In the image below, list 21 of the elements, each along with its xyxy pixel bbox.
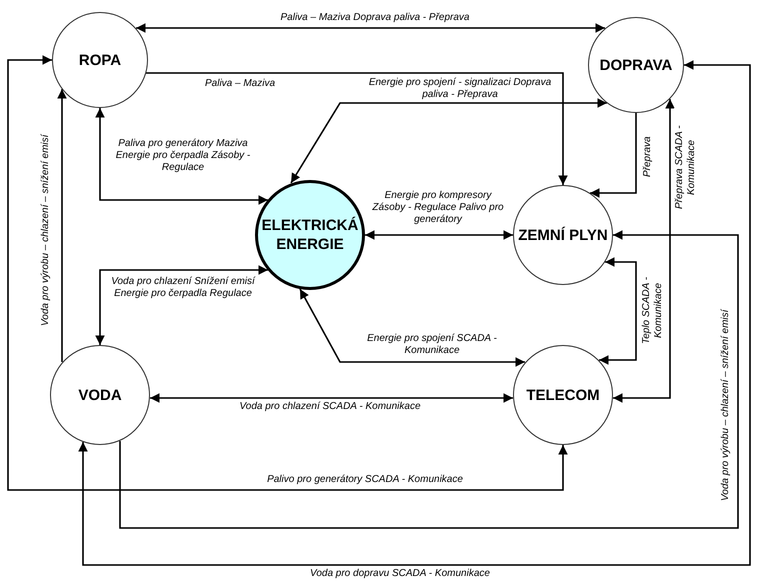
node-label: VODA bbox=[78, 386, 122, 404]
arrow bbox=[57, 89, 67, 362]
arrow bbox=[146, 72, 568, 185]
arrow bbox=[95, 108, 268, 205]
arrow bbox=[136, 23, 605, 33]
arrow bbox=[119, 230, 739, 529]
node-label: ELEKTRICKÁ ENERGIE bbox=[260, 216, 360, 254]
node-label: DOPRAVA bbox=[600, 56, 672, 74]
arrow bbox=[365, 230, 513, 240]
arrow bbox=[7, 55, 568, 491]
arrow bbox=[613, 99, 675, 403]
arrow bbox=[95, 265, 268, 345]
arrow bbox=[150, 393, 513, 403]
node-label: ZEMNÍ PLYN bbox=[518, 226, 608, 244]
arrow bbox=[599, 257, 637, 365]
node-label: ROPA bbox=[78, 50, 122, 70]
arrow bbox=[299, 288, 525, 367]
node-label: TELECOM bbox=[526, 386, 600, 404]
arrow bbox=[78, 60, 751, 566]
arrow bbox=[290, 98, 607, 184]
arrow bbox=[590, 113, 637, 198]
